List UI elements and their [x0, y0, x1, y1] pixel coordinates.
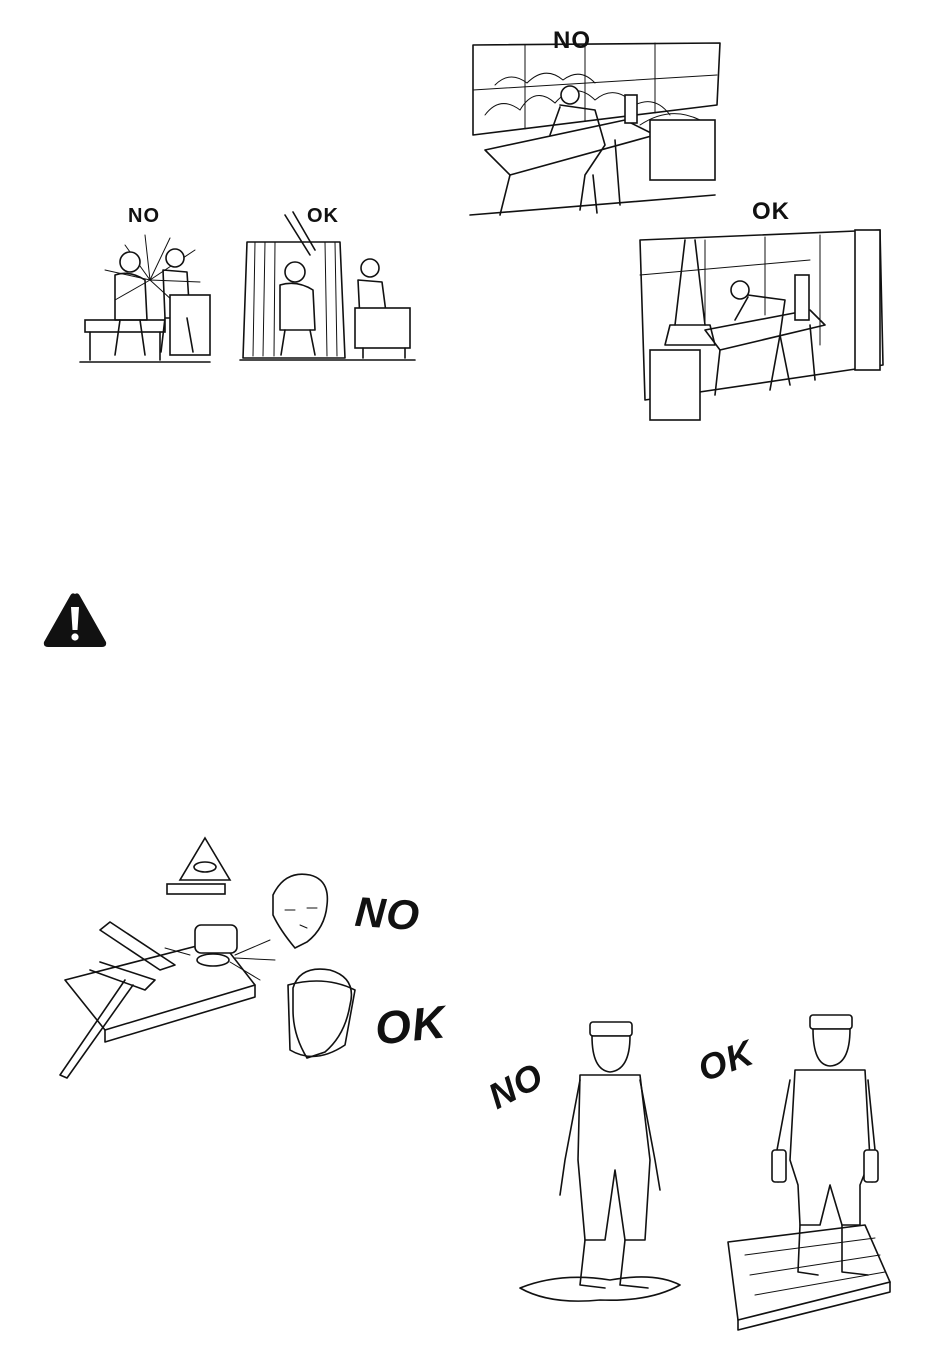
fume-extraction-illustration: [465, 25, 895, 425]
unprotected-welding-illustration: [75, 200, 420, 380]
grinding-illustration: [45, 830, 455, 1090]
grinding-face-shield-figure: NO OK: [45, 830, 455, 1090]
workers-illustration: [480, 1010, 890, 1330]
fume-extraction-figure: NO OK: [465, 25, 895, 425]
warning-triangle-icon: [40, 590, 110, 650]
welding-booth-figure: NO OK: [75, 200, 420, 380]
warning-figure: [40, 590, 110, 650]
eye-protection-sign-icon: [167, 838, 230, 894]
dry-clothing-insulation-figure: NO OK: [480, 1010, 890, 1330]
